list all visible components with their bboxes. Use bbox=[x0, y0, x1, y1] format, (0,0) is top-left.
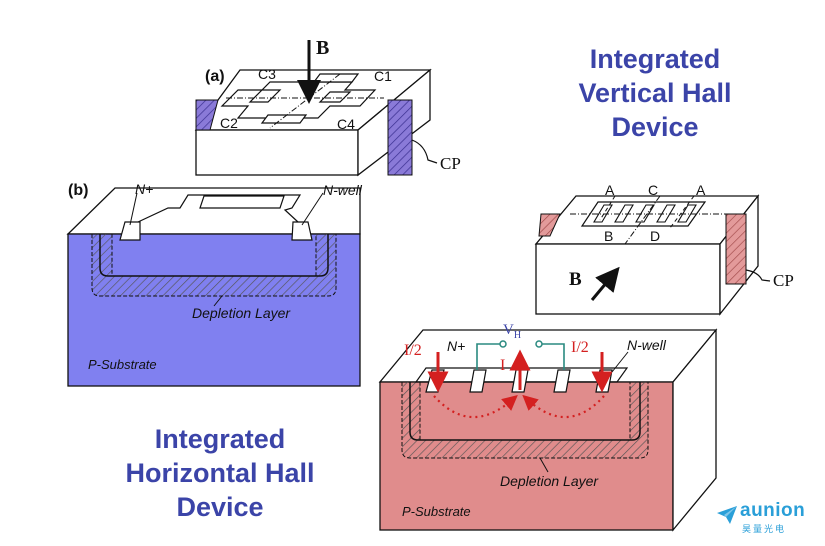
nplus-label-horizontal: N+ bbox=[447, 338, 465, 354]
title-vertical-line-1: Integrated bbox=[589, 44, 721, 74]
contact-label-b: B bbox=[604, 228, 613, 244]
title-horizontal-line-1: Integrated bbox=[154, 424, 286, 454]
hall-voltage-label: VH bbox=[503, 322, 521, 341]
panel-label-b: (b) bbox=[68, 182, 88, 199]
cp-label-a: CP bbox=[440, 154, 461, 173]
depletion-label-b: Depletion Layer bbox=[192, 305, 291, 321]
title-vertical-hall: Integrated Vertical Hall Device bbox=[545, 42, 765, 144]
logo-subtitle: 昊量光电 bbox=[742, 525, 787, 535]
title-vertical-line-3: Device bbox=[611, 112, 699, 142]
contact-label-c1: C1 bbox=[374, 68, 392, 84]
contact-label-c4: C4 bbox=[337, 116, 355, 132]
diagram-a: (a) B C3 C1 C2 C4 CP bbox=[194, 37, 461, 177]
contact-label-a-right: A bbox=[696, 182, 706, 198]
current-label-center: I bbox=[500, 357, 505, 374]
panel-label-a: (a) bbox=[205, 68, 225, 85]
title-horizontal-line-3: Device bbox=[176, 492, 264, 522]
current-label-left: I/2 bbox=[404, 342, 422, 359]
contact-label-c3: C3 bbox=[258, 66, 276, 82]
title-horizontal-hall: Integrated Horizontal Hall Device bbox=[95, 422, 345, 524]
cp-label-vertical: CP bbox=[773, 271, 794, 290]
depletion-label-horizontal: Depletion Layer bbox=[500, 473, 599, 489]
vertical-hall-device: A C A B D B CP bbox=[534, 182, 794, 316]
magnetic-field-label: B bbox=[316, 37, 329, 59]
nwell-label-horizontal: N-well bbox=[627, 337, 667, 353]
contact-label-d: D bbox=[650, 228, 660, 244]
title-vertical-line-2: Vertical Hall bbox=[578, 78, 732, 108]
nwell-label-b: N-well bbox=[323, 182, 363, 198]
contact-label-c: C bbox=[648, 182, 658, 198]
current-label-right: I/2 bbox=[571, 339, 589, 356]
diagram-b: (b) N+ N-well Depletion Layer P-Substrat… bbox=[66, 181, 363, 387]
nplus-label-b: N+ bbox=[135, 181, 153, 197]
horizontal-hall-device: I/2 I/2 I N+ VH N-well Depletion Layer P… bbox=[378, 322, 718, 532]
substrate-label-b: P-Substrate bbox=[88, 357, 157, 372]
substrate-label-horizontal: P-Substrate bbox=[402, 504, 471, 519]
contact-label-c2: C2 bbox=[220, 115, 238, 131]
paper-plane-icon bbox=[717, 506, 737, 524]
magnetic-field-label-vertical: B bbox=[569, 269, 582, 290]
aunion-logo: aunion 昊量光电 bbox=[716, 500, 816, 535]
hall-voltage-symbol: V bbox=[503, 322, 514, 338]
contact-label-a-left: A bbox=[605, 182, 615, 198]
title-horizontal-line-2: Horizontal Hall bbox=[125, 458, 315, 488]
hall-voltage-subscript: H bbox=[514, 330, 521, 341]
logo-name: aunion bbox=[740, 500, 806, 521]
